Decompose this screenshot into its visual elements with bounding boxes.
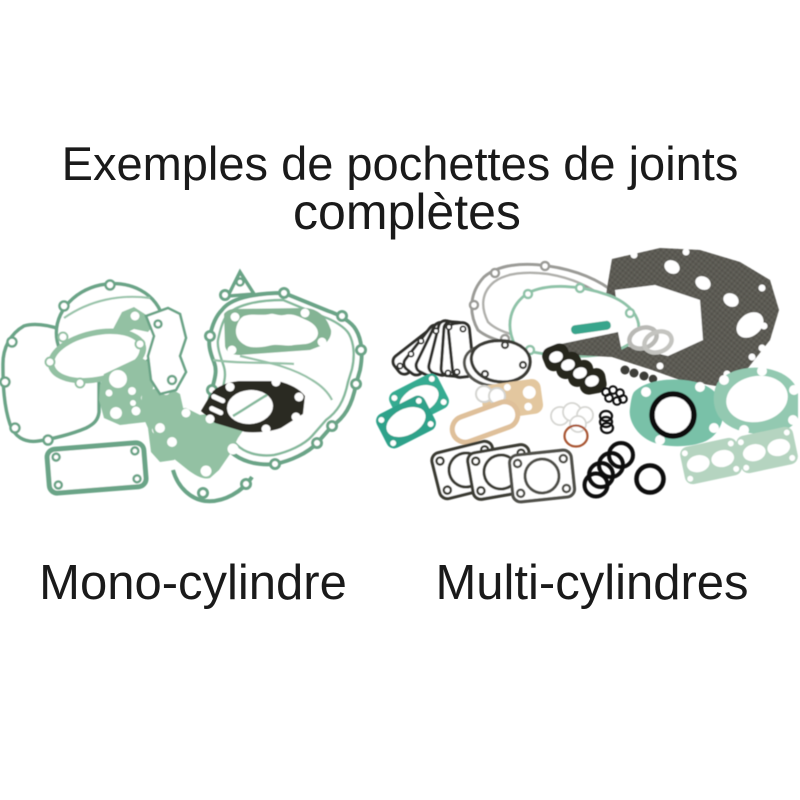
svg-text:Mono-cylindre: Mono-cylindre [39,556,347,610]
svg-text:Multi-cylindres: Multi-cylindres [435,556,748,610]
svg-text:Exemples de pochettes de joint: Exemples de pochettes de joints [62,137,739,190]
svg-text:complètes: complètes [293,184,521,240]
